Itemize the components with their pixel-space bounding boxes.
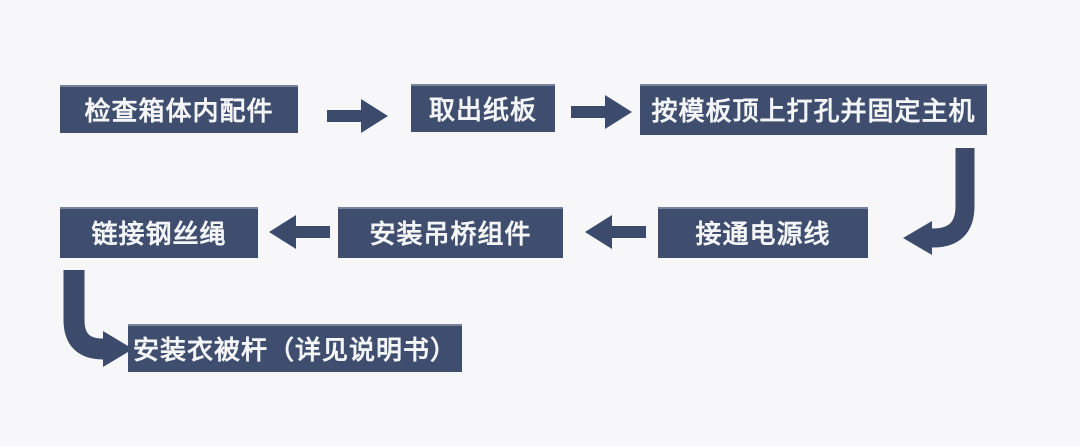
left-arrow-icon xyxy=(269,215,330,249)
step-box-check-accessories: 检查箱体内配件 xyxy=(60,85,298,133)
right-arrow-icon xyxy=(571,95,632,129)
step-box-install-bridge-assembly: 安装吊桥组件 xyxy=(338,207,563,258)
elbow-down-left-arrow-icon xyxy=(903,148,975,255)
right-arrow-icon xyxy=(327,99,388,133)
step-box-drill-and-fix-host: 按模板顶上打孔并固定主机 xyxy=(640,84,987,135)
step-box-remove-cardboard: 取出纸板 xyxy=(411,84,555,132)
step-box-link-wire-rope: 链接钢丝绳 xyxy=(60,207,258,258)
step-box-install-clothes-rod: 安装衣被杆（详见说明书） xyxy=(128,324,462,372)
step-box-connect-power-cord: 接通电源线 xyxy=(658,207,868,258)
elbow-down-right-arrow-icon xyxy=(63,270,133,367)
left-arrow-icon xyxy=(585,215,646,249)
